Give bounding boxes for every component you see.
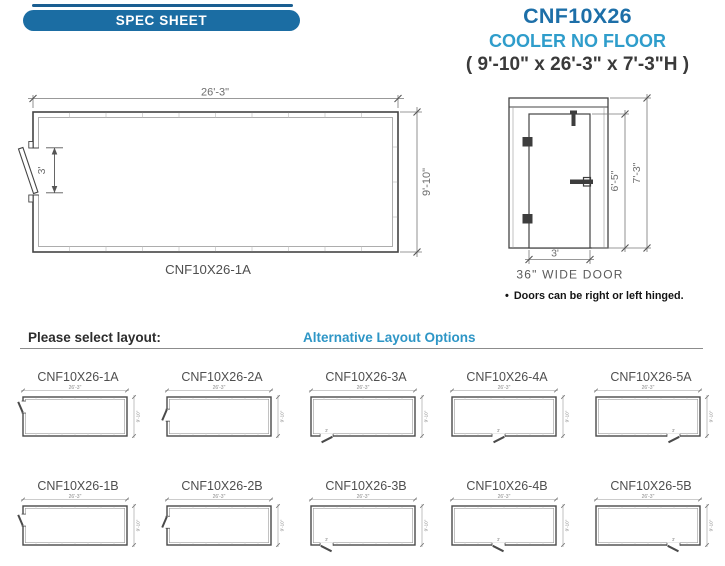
plan-width-dim: 26'-3"	[201, 87, 229, 99]
layout-option-label: CNF10X26-1B	[37, 479, 119, 493]
layout-option-1b[interactable]: CNF10X26-1B 26'-3" 9'-10"	[8, 479, 148, 566]
hinge-note-text: Doors can be right or left hinged.	[513, 290, 684, 302]
svg-text:9'-10": 9'-10"	[709, 410, 714, 422]
svg-text:26'-3": 26'-3"	[69, 385, 82, 391]
layout-option-label: CNF10X26-2A	[181, 370, 263, 384]
layout-option-label: CNF10X26-5A	[610, 370, 692, 384]
door-handle	[570, 179, 593, 184]
overall-height-dim: 7'-3"	[631, 162, 643, 183]
overall-dimensions: ( 9'-10" x 26'-3" x 7'-3"H )	[465, 54, 690, 75]
svg-text:9'-10": 9'-10"	[136, 519, 141, 531]
svg-text:3': 3'	[325, 428, 328, 433]
layout-option-4b[interactable]: CNF10X26-4B 26'-3" 9'-10" 3'	[437, 479, 577, 566]
spec-sheet-banner: SPEC SHEET	[23, 10, 300, 31]
layout-option-label: CNF10X26-4B	[466, 479, 548, 493]
svg-text:26'-3": 26'-3"	[69, 494, 82, 500]
door-caption: 36" WIDE DOOR	[516, 268, 623, 282]
top-accent-rule	[32, 4, 293, 7]
svg-text:26'-3": 26'-3"	[213, 494, 226, 500]
title-block: CNF10X26 COOLER NO FLOOR ( 9'-10" x 26'-…	[430, 4, 725, 76]
layout-option-5b[interactable]: CNF10X26-5B 26'-3" 9'-10" 3'	[581, 479, 721, 566]
plan-door-dim: 3'	[36, 167, 48, 175]
layout-option-2b[interactable]: CNF10X26-2B 26'-3" 9'-10"	[152, 479, 292, 566]
layout-thumbnail-drawing: 26'-3" 9'-10"	[161, 385, 285, 439]
svg-text:9'-10": 9'-10"	[424, 410, 429, 422]
svg-text:26'-3": 26'-3"	[498, 494, 511, 500]
svg-text:9'-10": 9'-10"	[709, 519, 714, 531]
product-name: COOLER NO FLOOR	[489, 31, 666, 51]
svg-text:3': 3'	[672, 428, 675, 433]
layout-option-label: CNF10X26-1A	[37, 370, 119, 384]
select-layout-prompt: Please select layout:	[28, 330, 161, 345]
layout-thumbnail-drawing: 26'-3" 9'-10" 3'	[449, 494, 570, 553]
plan-door-leaf	[17, 146, 39, 195]
hinge-note: • Doors can be right or left hinged.	[505, 290, 725, 302]
layout-option-label: CNF10X26-5B	[610, 479, 692, 493]
banner-label: SPEC SHEET	[115, 13, 208, 28]
svg-text:26'-3": 26'-3"	[498, 385, 511, 391]
svg-text:26'-3": 26'-3"	[357, 494, 370, 500]
layout-thumbnail-drawing: 26'-3" 9'-10" 3'	[308, 385, 429, 444]
svg-text:9'-10": 9'-10"	[424, 519, 429, 531]
svg-text:9'-10": 9'-10"	[280, 410, 285, 422]
panel-seam-ticks	[69, 112, 398, 252]
svg-text:3': 3'	[497, 428, 500, 433]
layout-option-5a[interactable]: CNF10X26-5A 26'-3" 9'-10" 3'	[581, 370, 721, 459]
layout-option-3b[interactable]: CNF10X26-3B 26'-3" 9'-10" 3'	[296, 479, 436, 566]
model-number: CNF10X26	[523, 4, 632, 28]
plan-label: CNF10X26-1A	[165, 262, 251, 277]
layout-thumbnail-drawing: 26'-3" 9'-10"	[161, 494, 285, 548]
layout-thumbnail-drawing: 26'-3" 9'-10" 3'	[308, 494, 429, 553]
layout-thumbnail-drawing: 26'-3" 9'-10"	[17, 385, 141, 439]
door-hinge-bottom	[522, 214, 533, 224]
section-divider	[20, 348, 703, 349]
door-height-dim: 6'-5"	[609, 170, 621, 191]
layout-option-label: CNF10X26-3B	[325, 479, 407, 493]
svg-text:3': 3'	[672, 537, 675, 542]
layout-option-label: CNF10X26-4A	[466, 370, 548, 384]
svg-text:26'-3": 26'-3"	[642, 494, 655, 500]
svg-text:26'-3": 26'-3"	[357, 385, 370, 391]
svg-text:9'-10": 9'-10"	[136, 410, 141, 422]
svg-text:9'-10": 9'-10"	[280, 519, 285, 531]
plan-depth-dim: 9'-10"	[421, 168, 433, 196]
layout-thumbnail-drawing: 26'-3" 9'-10" 3'	[593, 385, 714, 444]
layout-option-2a[interactable]: CNF10X26-2A 26'-3" 9'-10"	[152, 370, 292, 459]
layout-option-4a[interactable]: CNF10X26-4A 26'-3" 9'-10" 3'	[437, 370, 577, 459]
svg-text:26'-3": 26'-3"	[213, 385, 226, 391]
layout-thumbnail-drawing: 26'-3" 9'-10" 3'	[593, 494, 714, 553]
svg-text:26'-3": 26'-3"	[642, 385, 655, 391]
layout-thumbnail-drawing: 26'-3" 9'-10"	[17, 494, 141, 548]
door-hinge-top	[522, 137, 533, 147]
layout-option-label: CNF10X26-3A	[325, 370, 407, 384]
door-elevation-drawing: 6'-5" 7'-3" 3' 36" WIDE DOOR	[508, 94, 651, 282]
bullet-icon: •	[505, 290, 509, 302]
svg-text:3': 3'	[325, 537, 328, 542]
svg-text:9'-10": 9'-10"	[565, 410, 570, 422]
layout-thumbnail-drawing: 26'-3" 9'-10" 3'	[449, 385, 570, 444]
svg-text:3': 3'	[497, 537, 500, 542]
svg-text:9'-10": 9'-10"	[565, 519, 570, 531]
layout-option-1a[interactable]: CNF10X26-1A 26'-3" 9'-10"	[8, 370, 148, 459]
layout-option-3a[interactable]: CNF10X26-3A 26'-3" 9'-10" 3'	[296, 370, 436, 459]
elevation-door-width-dim: 3'	[551, 248, 559, 260]
alternative-layouts-heading: Alternative Layout Options	[303, 330, 476, 345]
layout-option-label: CNF10X26-2B	[181, 479, 263, 493]
plan-view-drawing: 26'-3" 9'-10" 3' CNF10X26-1A	[17, 87, 433, 277]
